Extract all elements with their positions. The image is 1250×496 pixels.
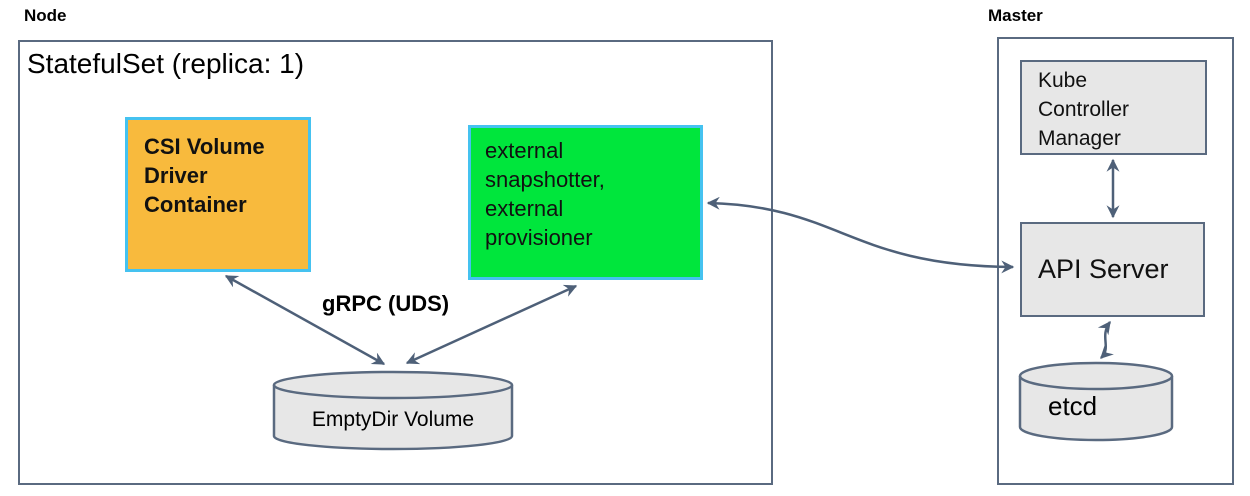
cylinder-shape	[272, 370, 514, 451]
external-sidecars-box: external snapshotter, external provision…	[468, 125, 703, 280]
api-server-box: API Server	[1020, 222, 1205, 317]
emptydir-volume-cylinder: EmptyDir Volume	[272, 370, 514, 452]
emptydir-volume-label: EmptyDir Volume	[311, 408, 475, 431]
csi-volume-driver-container-box: CSI Volume Driver Container	[125, 117, 311, 272]
master-zone-label: Master	[988, 6, 1043, 25]
etcd-label: etcd	[1048, 391, 1098, 421]
kube-controller-manager-box: Kube Controller Manager	[1020, 60, 1207, 155]
cylinder-shape	[1018, 361, 1174, 442]
grpc-uds-label: gRPC (UDS)	[322, 291, 450, 316]
etcd-cylinder: etcd	[1018, 361, 1174, 443]
statefulset-title: StatefulSet (replica: 1)	[27, 48, 305, 79]
node-zone-label: Node	[24, 6, 67, 25]
